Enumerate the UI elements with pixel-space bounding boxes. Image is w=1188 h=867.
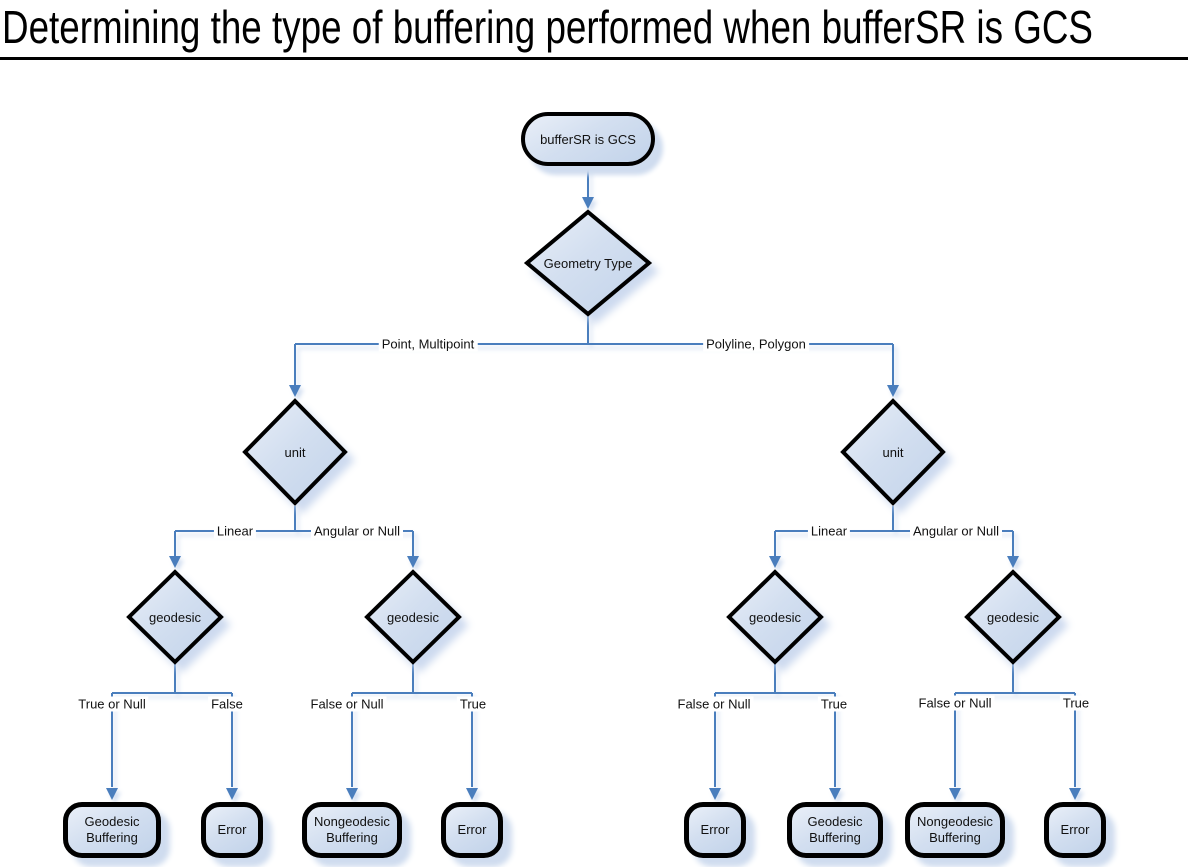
decision-geodesic-label: geodesic: [386, 609, 440, 625]
title-underline: [0, 57, 1188, 60]
terminal-geodesic-buffering-2: Geodesic Buffering: [787, 802, 883, 858]
decision-geodesic-label: geodesic: [148, 609, 202, 625]
terminal-error-1: Error: [201, 802, 263, 858]
terminal-nongeodesic-buffering-1: Nongeodesic Buffering: [302, 802, 402, 858]
decision-geometry-type: Geometry Type: [523, 209, 653, 317]
page-title: Determining the type of buffering perfor…: [2, 0, 1188, 56]
edge-label-true-4: True: [1059, 695, 1093, 711]
edge-label-point-multipoint: Point, Multipoint: [378, 336, 478, 352]
edge-label-false: False: [208, 696, 246, 712]
terminal-geodesic-buffering-1: Geodesic Buffering: [63, 802, 161, 858]
decision-geodesic-label: geodesic: [748, 609, 802, 625]
decision-geodesic-right-angular: geodesic: [964, 569, 1062, 665]
edge-label-true-3: True: [817, 696, 851, 712]
terminal-error-2: Error: [441, 802, 503, 858]
edge-label-linear-left: Linear: [213, 523, 257, 539]
edge-label-angular-right: Angular or Null: [910, 523, 1002, 539]
decision-geodesic-label: geodesic: [986, 609, 1040, 625]
edge-label-linear-right: Linear: [807, 523, 851, 539]
edge-label-false-or-null-3: False or Null: [674, 696, 754, 712]
terminal-error-4: Error: [1044, 802, 1106, 858]
decision-geodesic-left-angular: geodesic: [364, 569, 462, 665]
decision-geodesic-right-linear: geodesic: [726, 569, 824, 665]
decision-geometry-type-label: Geometry Type: [543, 255, 633, 271]
edge-label-false-or-null-2: False or Null: [307, 696, 387, 712]
terminal-label: Geodesic Buffering: [807, 814, 863, 845]
edge-label-polyline-polygon: Polyline, Polygon: [703, 336, 809, 352]
decision-unit-right: unit: [840, 398, 946, 506]
terminal-error-3: Error: [684, 802, 746, 858]
terminal-label: Nongeodesic Buffering: [917, 814, 993, 845]
edge-label-angular-left: Angular or Null: [311, 523, 403, 539]
page-title-text: Determining the type of buffering perfor…: [2, 1, 1093, 53]
terminal-label: Error: [217, 822, 247, 838]
start-node-label: bufferSR is GCS: [540, 131, 636, 147]
terminal-label: Nongeodesic Buffering: [314, 814, 390, 845]
terminal-label: Error: [700, 822, 730, 838]
decision-unit-right-label: unit: [882, 444, 904, 460]
start-node: bufferSR is GCS: [521, 112, 655, 166]
terminal-label: Error: [457, 822, 487, 838]
edge-label-true-2: True: [456, 696, 490, 712]
terminal-label: Error: [1060, 822, 1090, 838]
terminal-label: Geodesic Buffering: [84, 814, 140, 845]
decision-geodesic-left-linear: geodesic: [126, 569, 224, 665]
terminal-nongeodesic-buffering-2: Nongeodesic Buffering: [905, 802, 1005, 858]
edge-label-true-or-null: True or Null: [75, 696, 149, 712]
edge-label-false-or-null-4: False or Null: [915, 695, 995, 711]
decision-unit-left-label: unit: [284, 444, 306, 460]
decision-unit-left: unit: [242, 398, 348, 506]
